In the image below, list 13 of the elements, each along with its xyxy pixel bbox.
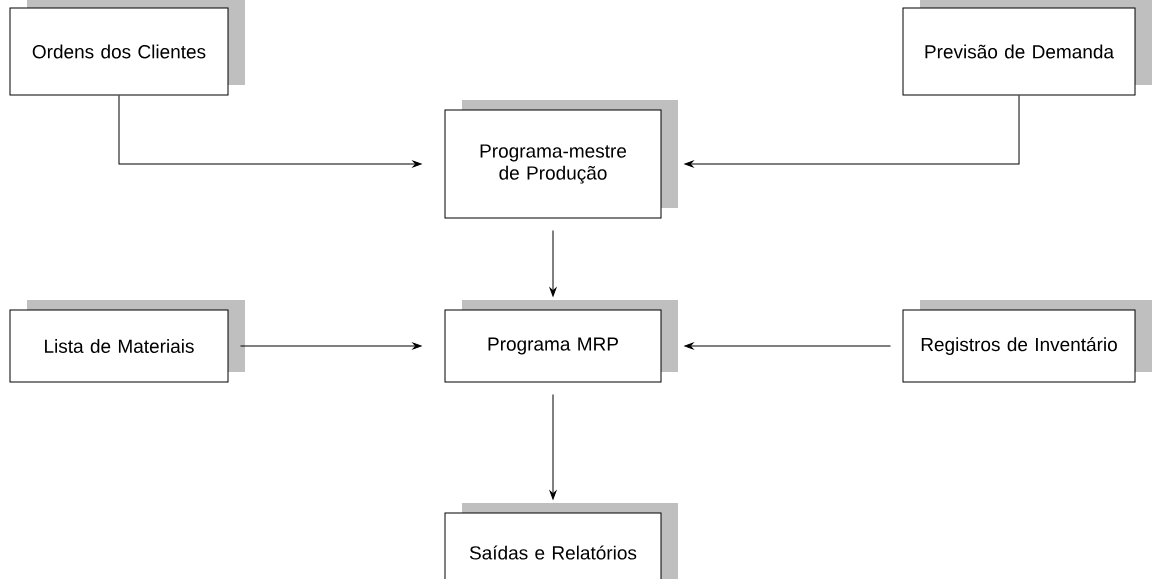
process-box: Previsão de Demanda <box>902 0 1152 96</box>
process-box: Saídas e Relatórios <box>444 503 678 579</box>
arrow <box>549 230 557 297</box>
process-box: Lista de Materiais <box>9 300 245 383</box>
process-box: Programa MRP <box>444 300 678 383</box>
arrow <box>684 95 1020 168</box>
process-box: Registros de Inventário <box>902 300 1152 383</box>
arrow <box>240 342 422 350</box>
arrow <box>684 342 891 350</box>
process-box: Ordens dos Clientes <box>9 0 245 96</box>
arrow <box>118 95 422 168</box>
arrow <box>549 394 557 500</box>
process-box: Programa-mestre de Produção <box>444 100 678 219</box>
